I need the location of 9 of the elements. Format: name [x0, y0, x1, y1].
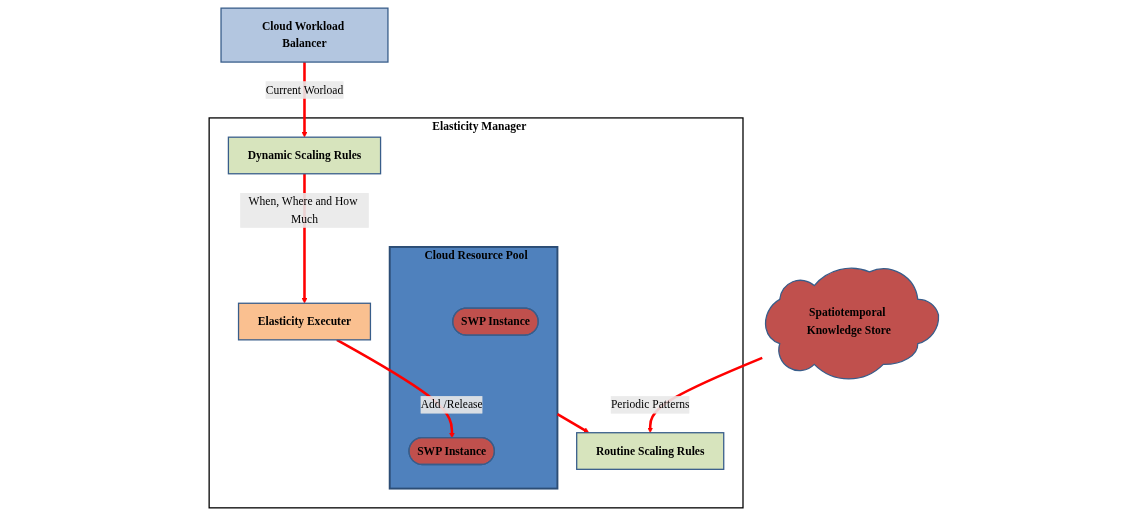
edge-label: Current Worload [265, 83, 344, 97]
edge-label: When, Where and How Much [248, 194, 358, 226]
arrow [556, 413, 590, 433]
node-box: Routine Scaling Rules [576, 432, 725, 470]
edge-label: Periodic Patterns [611, 398, 690, 411]
edge-label: Add /Release [420, 398, 483, 411]
node-box: Elasticity Executer [238, 302, 372, 341]
node-box: Cloud Workload Balancer [220, 7, 389, 63]
node-box: Dynamic Scaling Rules [227, 136, 382, 175]
